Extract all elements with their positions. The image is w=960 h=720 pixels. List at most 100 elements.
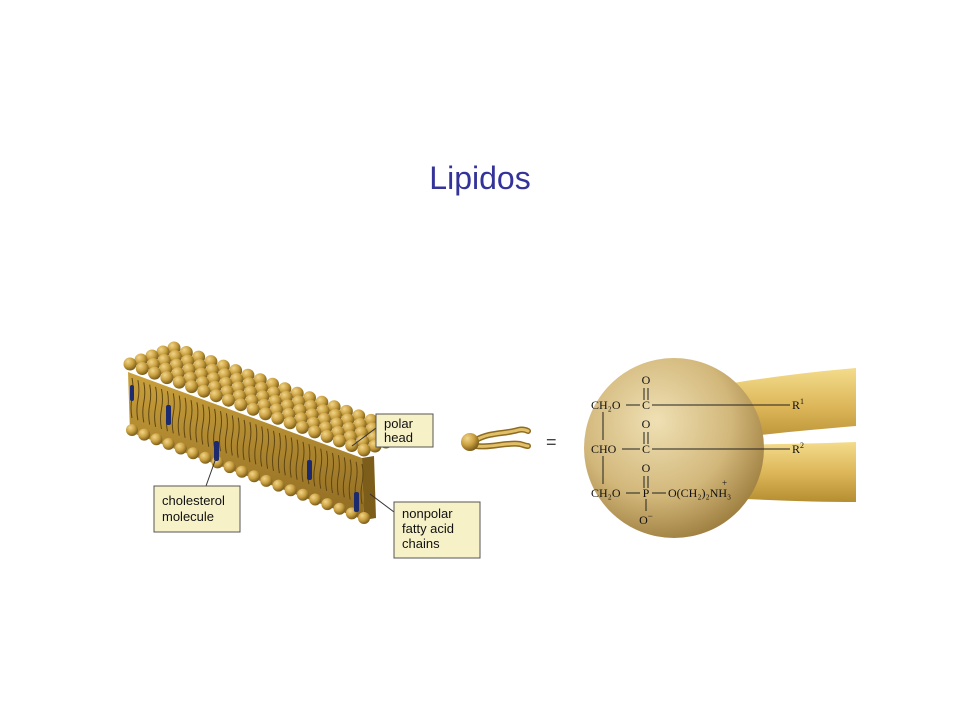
tail-stripe	[360, 463, 364, 505]
tail-stripe	[289, 437, 293, 478]
tail-stripe	[283, 435, 287, 476]
bilayer-head	[187, 447, 200, 460]
bilayer-head	[160, 371, 174, 385]
tail-stripe	[336, 455, 340, 496]
bilayer-head	[235, 465, 248, 478]
cholesterol-label-line2: molecule	[162, 509, 214, 524]
slide-title: Lipidos	[429, 160, 531, 196]
bilayer-head	[172, 375, 186, 389]
tail-stripe	[313, 446, 317, 487]
bilayer-head	[357, 443, 371, 457]
tail-stripe	[242, 419, 246, 460]
tail-stripe	[219, 411, 222, 452]
bilayer-head	[174, 442, 187, 455]
bilayer-head	[320, 429, 334, 443]
row2-group: CHO	[591, 442, 617, 456]
plus-charge: +	[722, 478, 727, 488]
row2-carbon: C	[642, 442, 650, 456]
nonpolar-callout: nonpolar fatty acid chains	[369, 493, 481, 559]
tail-stripe	[136, 380, 140, 421]
cholesterol-molecule	[214, 441, 219, 461]
row1-group: CH₂O	[591, 398, 621, 412]
tail-stripe	[348, 459, 352, 500]
tail-stripe	[301, 441, 305, 482]
cholesterol-molecule	[166, 405, 171, 425]
cholesterol-label-box	[153, 485, 241, 533]
nonpolar-label-box	[393, 501, 481, 559]
bilayer-head	[246, 402, 260, 416]
bilayer-head	[209, 389, 223, 403]
polar-head-label-line2: head	[384, 430, 413, 445]
bilayer-side-face	[128, 372, 364, 520]
tail-stripe	[224, 413, 228, 454]
cholesterol-label-line1: cholesterol	[162, 493, 225, 508]
tail-stripe	[277, 433, 281, 474]
bilayer-head	[272, 479, 285, 492]
tail-stripe	[230, 415, 234, 456]
bilayer-head	[271, 411, 285, 425]
tail-stripe	[154, 386, 158, 427]
phosphate-oxygen: O	[642, 461, 651, 475]
leader-line	[369, 493, 395, 513]
tail-stripe	[207, 406, 211, 447]
tail-stripe	[142, 382, 146, 423]
bilayer-head	[138, 428, 151, 441]
tail-stripe	[319, 448, 323, 489]
row1-r: R1	[792, 397, 804, 412]
tail-stripe	[213, 408, 217, 449]
leader-line	[351, 427, 377, 447]
tail-stripe	[148, 384, 152, 425]
bilayer-head	[148, 366, 162, 380]
tail-stripe	[260, 426, 264, 467]
cholesterol-molecule	[130, 385, 134, 401]
tail-stripe	[248, 422, 252, 463]
tail-stripe	[183, 397, 187, 438]
tail-stripe	[195, 402, 199, 443]
tail-stripe	[177, 395, 181, 436]
bilayer-head	[123, 357, 137, 371]
carbonyl-oxygen-1: O	[642, 373, 651, 387]
bilayer-head	[296, 488, 309, 501]
bilayer-head	[259, 407, 272, 421]
tail-stripe	[272, 430, 275, 471]
leader-line	[205, 457, 217, 487]
bilayer-head	[332, 434, 346, 448]
equals-sign: =	[546, 432, 557, 452]
bilayer-head	[333, 502, 346, 515]
row3-group: CH₂O	[591, 486, 621, 500]
tail-stripe	[254, 424, 258, 465]
bilayer-head	[197, 384, 211, 398]
bilayer-head	[248, 470, 261, 483]
bilayer-head	[345, 439, 359, 452]
tail-stripe	[342, 457, 346, 498]
bilayer-head	[222, 393, 235, 407]
tail-stripe	[189, 400, 193, 441]
bilayer-head	[162, 437, 175, 450]
tail-stripe	[295, 439, 299, 480]
row2-r: R2	[792, 441, 804, 456]
tail-stripe	[236, 417, 240, 458]
polar-head-label-line1: polar	[384, 416, 414, 431]
nonpolar-label-line1: nonpolar	[402, 506, 453, 521]
bilayer-head	[135, 362, 149, 375]
cholesterol-callout: cholesterol molecule	[153, 457, 241, 533]
tail-stripe	[201, 404, 205, 445]
phospholipid-head	[461, 433, 479, 451]
polar-head-callout: polar head	[351, 413, 434, 448]
lipid-bilayer	[123, 341, 415, 524]
bilayer-head	[295, 420, 309, 434]
bilayer-end-face	[362, 456, 376, 520]
bilayer-head	[199, 451, 212, 464]
tail-stripe	[266, 428, 270, 469]
bilayer-head	[185, 380, 199, 394]
bilayer-head	[150, 433, 163, 446]
bilayer-head	[358, 512, 370, 524]
tail-stripe	[160, 388, 163, 430]
cholesterol-molecules	[130, 385, 359, 512]
tail-stripe	[171, 393, 175, 434]
phosphorus: P	[643, 486, 650, 500]
bilayer-tail-stripes	[130, 377, 364, 505]
nonpolar-label-line3: chains	[402, 536, 440, 551]
